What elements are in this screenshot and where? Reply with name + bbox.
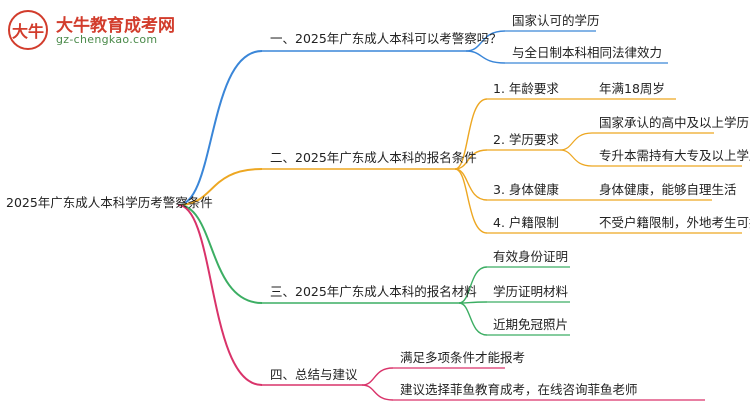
branch-2-item-1: 1. 年龄要求 — [493, 81, 559, 96]
branch-3-label: 三、2025年广东成人本科的报名材料 — [270, 284, 477, 299]
connector-b2-item-1 — [454, 98, 488, 170]
connector-b2-item-2-detail-1 — [559, 132, 593, 151]
branch-2-item-4-detail-1: 不受户籍限制，外地考生可报名 — [599, 215, 750, 230]
branch-4-leaf-1: 满足多项条件才能报考 — [400, 350, 526, 365]
branch-2-item-2: 2. 学历要求 — [493, 132, 559, 147]
branch-4-leaf-2: 建议选择菲鱼教育成考，在线咨询菲鱼老师 — [400, 382, 638, 397]
connector-root-branch-2 — [177, 168, 263, 206]
branch-1-leaf-1: 国家认可的学历 — [512, 13, 600, 28]
site-logo: 大牛 大牛教育成考网 gz-chengkao.com — [8, 8, 178, 52]
logo-url: gz-chengkao.com — [56, 33, 158, 46]
branch-1-label: 一、2025年广东成人本科可以考警察吗？ — [270, 31, 502, 46]
connector-b4-leaf-2 — [361, 384, 394, 401]
logo-name: 大牛教育成考网 — [56, 16, 175, 36]
connector-b3-leaf-1 — [458, 266, 488, 304]
branch-2-item-2-detail-1: 国家承认的高中及以上学历 — [599, 115, 750, 130]
branch-2-item-3-detail-1: 身体健康，能够自理生活 — [599, 182, 737, 197]
branch-4-label: 四、总结与建议 — [270, 367, 358, 382]
connector-b1-leaf-2 — [465, 50, 506, 64]
connector-root-branch-1 — [177, 50, 263, 206]
connector-b1-leaf-1 — [465, 30, 506, 52]
connector-b2-item-2 — [454, 149, 488, 170]
branch-2-item-3: 3. 身体健康 — [493, 182, 559, 197]
connector-b2-item-4 — [454, 168, 488, 234]
logo-badge-icon: 大牛 — [8, 10, 48, 50]
branch-3-leaf-3: 近期免冠照片 — [493, 317, 569, 332]
connector-b2-item-2-detail-2 — [559, 149, 593, 167]
connector-root-branch-4 — [177, 204, 263, 386]
connector-b4-leaf-1 — [361, 367, 394, 386]
connector-b3-leaf-3 — [458, 302, 488, 336]
connector-root-branch-3 — [177, 204, 263, 304]
branch-2-label: 二、2025年广东成人本科的报名条件 — [270, 150, 477, 165]
branch-2-item-2-detail-2: 专升本需持有大专及以上学历 — [599, 148, 750, 163]
root-topic: 2025年广东成人本科学历考警察条件 — [6, 195, 213, 210]
branch-3-leaf-2: 学历证明材料 — [493, 284, 569, 299]
branch-1-leaf-2: 与全日制本科相同法律效力 — [512, 45, 663, 60]
branch-3-leaf-1: 有效身份证明 — [493, 249, 569, 264]
branch-2-item-4: 4. 户籍限制 — [493, 215, 559, 230]
branch-2-item-1-detail-1: 年满18周岁 — [599, 81, 665, 96]
connector-b2-item-3 — [454, 168, 488, 201]
